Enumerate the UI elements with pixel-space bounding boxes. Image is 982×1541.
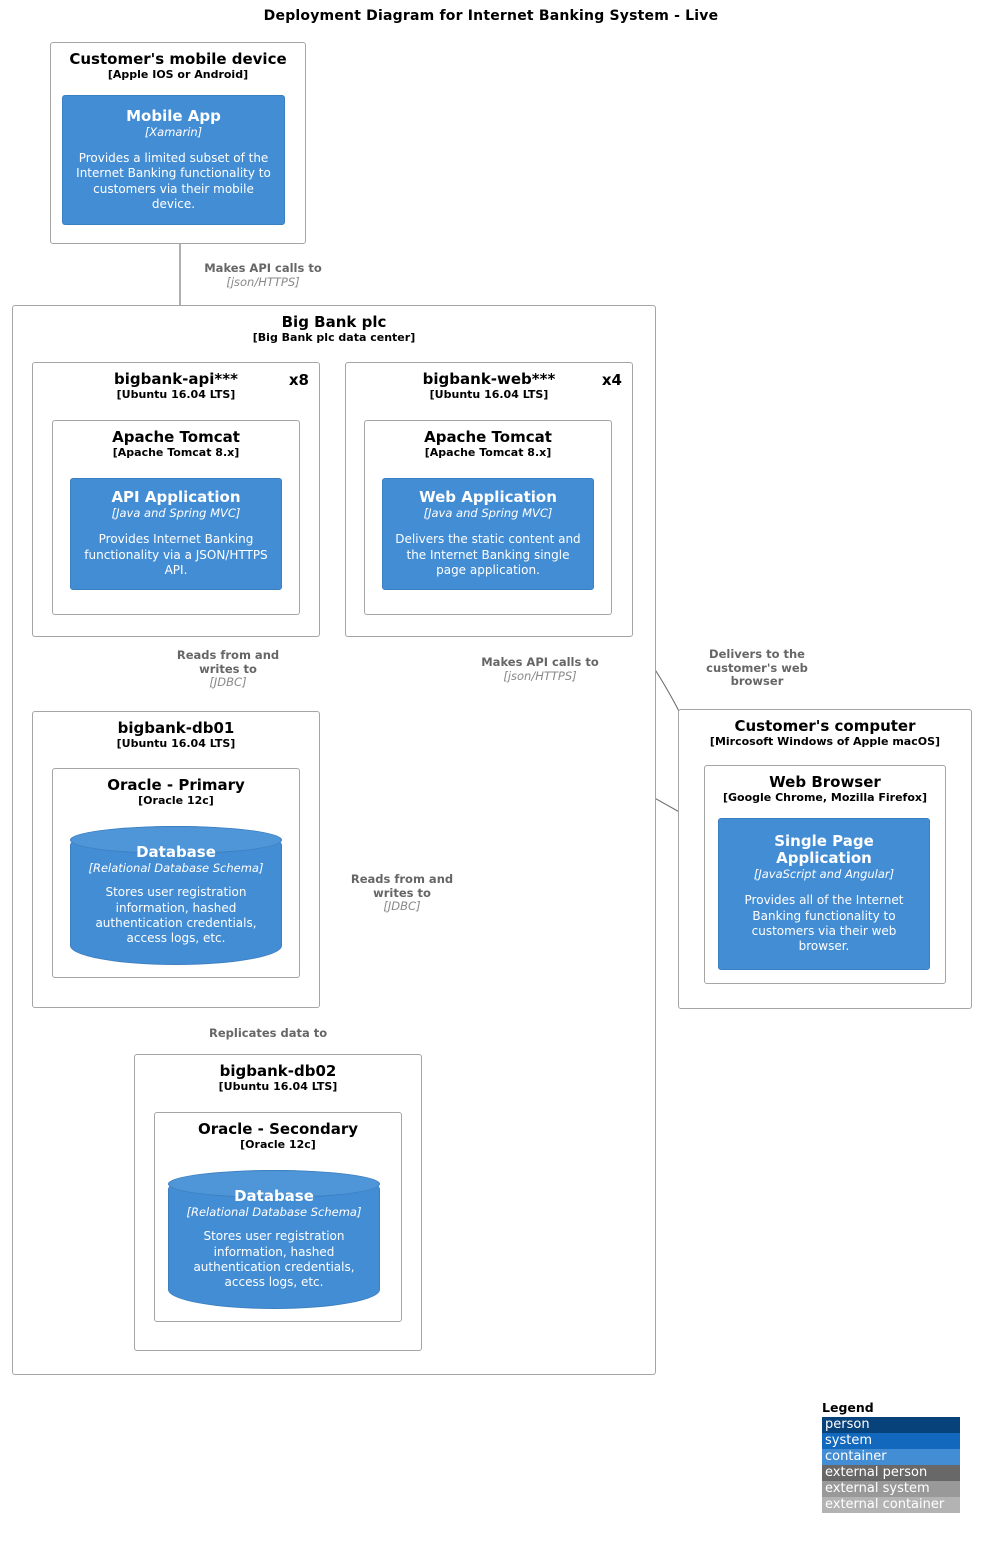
relationship-label-api-to-db02: Reads from and writes to [JDBC] xyxy=(340,872,464,914)
node-header: Oracle - Secondary [Oracle 12c] xyxy=(155,1113,401,1151)
node-technology: [Mircosoft Windows of Apple macOS] xyxy=(709,734,941,748)
relationship-technology: [json/HTTPS] xyxy=(226,274,300,289)
relationship-label-mobile-to-api: Makes API calls to [json/HTTPS] xyxy=(170,261,356,289)
container-technology: [Java and Spring MVC] xyxy=(111,506,241,521)
container-technology: [Java and Spring MVC] xyxy=(423,506,553,521)
relationship-description: Makes API calls to xyxy=(481,655,599,669)
cylinder-top-ellipse xyxy=(168,1170,380,1198)
relationship-technology: [json/HTTPS] xyxy=(503,668,577,683)
node-header: Apache Tomcat [Apache Tomcat 8.x] xyxy=(365,421,611,459)
node-header: Customer's computer [Mircosoft Windows o… xyxy=(679,710,971,748)
container-database-primary[interactable]: Database [Relational Database Schema] St… xyxy=(70,826,282,965)
container-name: Web Application xyxy=(419,488,557,507)
node-title: Apache Tomcat xyxy=(112,428,240,446)
node-header: Big Bank plc [Big Bank plc data center] xyxy=(13,306,655,344)
node-title: bigbank-api*** xyxy=(114,370,238,388)
legend-item: container xyxy=(822,1449,960,1465)
container-name: Single Page Application xyxy=(774,832,874,868)
node-title: Big Bank plc xyxy=(281,313,387,331)
node-title: bigbank-db01 xyxy=(117,719,235,737)
legend-item: external system xyxy=(822,1481,960,1497)
database-content: Database [Relational Database Schema] St… xyxy=(179,1188,369,1290)
node-instance-count: x4 xyxy=(601,371,622,389)
container-description: Delivers the static content and the Inte… xyxy=(395,532,581,578)
node-title: Oracle - Secondary xyxy=(197,1120,359,1138)
container-technology: [Relational Database Schema] xyxy=(88,861,264,876)
node-header: Web Browser [Google Chrome, Mozilla Fire… xyxy=(705,766,945,804)
container-name: Database xyxy=(136,843,216,862)
node-technology: [Ubuntu 16.04 LTS] xyxy=(218,1079,338,1093)
container-mobile-app[interactable]: Mobile App [Xamarin] Provides a limited … xyxy=(62,95,285,225)
node-title: bigbank-web*** xyxy=(422,370,556,388)
relationship-technology: [JDBC] xyxy=(209,675,247,690)
node-header: Oracle - Primary [Oracle 12c] xyxy=(53,769,299,807)
node-title: Apache Tomcat xyxy=(424,428,552,446)
relationship-label-api-to-db01: Reads from and writes to [JDBC] xyxy=(166,648,290,690)
relationship-description: Makes API calls to xyxy=(204,261,322,275)
container-description: Provides Internet Banking functionality … xyxy=(84,532,268,578)
node-technology: [Apple IOS or Android] xyxy=(107,67,249,81)
relationship-description: Reads from and writes to xyxy=(350,872,454,900)
node-header: Apache Tomcat [Apache Tomcat 8.x] xyxy=(53,421,299,459)
database-content: Database [Relational Database Schema] St… xyxy=(81,844,271,946)
node-technology: [Ubuntu 16.04 LTS] xyxy=(116,387,236,401)
container-single-page-application[interactable]: Single Page Application [JavaScript and … xyxy=(718,818,930,970)
node-technology: [Big Bank plc data center] xyxy=(252,330,416,344)
node-technology: [Google Chrome, Mozilla Firefox] xyxy=(722,790,928,804)
container-name: Database xyxy=(234,1187,314,1206)
container-database-secondary[interactable]: Database [Relational Database Schema] St… xyxy=(168,1170,380,1309)
container-description: Provides all of the Internet Banking fun… xyxy=(744,893,904,954)
node-title: bigbank-db02 xyxy=(219,1062,337,1080)
legend-title: Legend xyxy=(822,1400,874,1415)
node-technology: [Oracle 12c] xyxy=(138,793,214,807)
node-technology: [Oracle 12c] xyxy=(240,1137,316,1151)
page-title: Deployment Diagram for Internet Banking … xyxy=(263,8,719,24)
cylinder-top-ellipse xyxy=(70,826,282,854)
legend-item: system xyxy=(822,1433,960,1449)
legend-item: external container xyxy=(822,1497,960,1513)
node-header: bigbank-web*** [Ubuntu 16.04 LTS] xyxy=(346,363,632,401)
container-api-application[interactable]: API Application [Java and Spring MVC] Pr… xyxy=(70,478,282,590)
relationship-technology: [JDBC] xyxy=(383,899,421,914)
node-title: Customer's computer xyxy=(734,717,916,735)
relationship-label-spa-to-api: Makes API calls to [json/HTTPS] xyxy=(445,655,635,683)
container-name: API Application xyxy=(111,488,241,507)
relationship-label-db01-to-db02: Replicates data to xyxy=(209,1026,399,1041)
node-title: Web Browser xyxy=(769,773,881,791)
relationship-label-web-to-spa: Delivers to the customer's web browser xyxy=(697,647,817,689)
relationship-description: Delivers to the customer's web browser xyxy=(706,647,808,689)
node-technology: [Ubuntu 16.04 LTS] xyxy=(116,736,236,750)
node-technology: [Ubuntu 16.04 LTS] xyxy=(429,387,549,401)
node-header: bigbank-db02 [Ubuntu 16.04 LTS] xyxy=(135,1055,421,1093)
node-header: bigbank-api*** [Ubuntu 16.04 LTS] xyxy=(33,363,319,401)
node-header: bigbank-db01 [Ubuntu 16.04 LTS] xyxy=(33,712,319,750)
node-technology: [Apache Tomcat 8.x] xyxy=(112,445,240,459)
legend-item: person xyxy=(822,1417,960,1433)
node-technology: [Apache Tomcat 8.x] xyxy=(424,445,552,459)
container-name: Mobile App xyxy=(126,106,221,125)
container-technology: [Xamarin] xyxy=(144,124,203,139)
legend-item: external person xyxy=(822,1465,960,1481)
container-description: Stores user registration information, ha… xyxy=(95,885,257,946)
relationship-description: Reads from and writes to xyxy=(176,648,280,676)
relationship-description: Replicates data to xyxy=(209,1026,328,1040)
container-description: Stores user registration information, ha… xyxy=(193,1229,355,1290)
container-technology: [Relational Database Schema] xyxy=(186,1205,362,1220)
node-title: Customer's mobile device xyxy=(69,50,287,68)
node-header: Customer's mobile device [Apple IOS or A… xyxy=(51,43,305,81)
node-instance-count: x8 xyxy=(288,371,309,389)
node-title: Oracle - Primary xyxy=(107,776,245,794)
container-description: Provides a limited subset of the Interne… xyxy=(76,150,271,211)
container-web-application[interactable]: Web Application [Java and Spring MVC] De… xyxy=(382,478,594,590)
container-technology: [JavaScript and Angular] xyxy=(753,866,895,881)
